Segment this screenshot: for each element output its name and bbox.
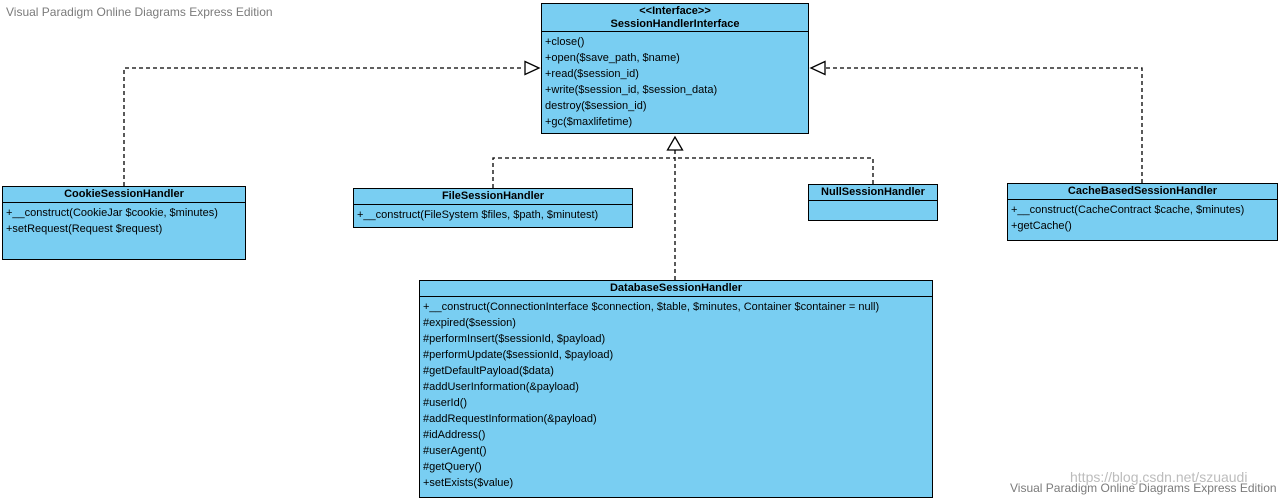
method: +open($save_path, $name) — [545, 52, 680, 64]
class-name: CacheBasedSessionHandler — [1008, 184, 1277, 200]
method: destroy($session_id) — [545, 100, 647, 112]
method: #performInsert($sessionId, $payload) — [423, 333, 606, 345]
class-name: FileSessionHandler — [354, 189, 632, 205]
realization-file-connector — [492, 157, 675, 188]
class-box-cookiesessionhandler[interactable]: CookieSessionHandler +__construct(Cookie… — [2, 186, 246, 260]
class-stereotype: <<Interface>> — [639, 5, 711, 17]
class-methods: +__construct(FileSystem $files, $path, $… — [354, 205, 632, 223]
realization-null-connector — [675, 157, 874, 184]
method: +read($session_id) — [545, 68, 639, 80]
class-name: SessionHandlerInterface — [610, 18, 740, 30]
class-methods — [809, 201, 937, 203]
method: +setExists($value) — [423, 477, 514, 489]
method: +write($session_id, $session_data) — [545, 84, 718, 96]
method: +gc($maxlifetime) — [545, 116, 633, 128]
watermark-top-left: Visual Paradigm Online Diagrams Express … — [6, 5, 273, 19]
class-name: DatabaseSessionHandler — [420, 281, 932, 297]
watermark-bottom-right: Visual Paradigm Online Diagrams Express … — [1010, 481, 1277, 495]
method: +setRequest(Request $request) — [6, 223, 163, 235]
class-methods: +__construct(CookieJar $cookie, $minutes… — [3, 203, 245, 237]
method: #addRequestInformation(&payload) — [423, 413, 597, 425]
class-methods: +close() +open($save_path, $name) +read(… — [542, 32, 808, 130]
method: #getDefaultPayload($data) — [423, 365, 554, 377]
class-name: NullSessionHandler — [809, 185, 937, 201]
method: +__construct(ConnectionInterface $connec… — [423, 301, 880, 313]
class-box-cachebasedsessionhandler[interactable]: CacheBasedSessionHandler +__construct(Ca… — [1007, 183, 1278, 241]
method: +__construct(CacheContract $cache, $minu… — [1011, 204, 1245, 216]
method: #performUpdate($sessionId, $payload) — [423, 349, 614, 361]
class-box-nullsessionhandler[interactable]: NullSessionHandler — [808, 184, 938, 221]
method: #idAddress() — [423, 429, 486, 441]
realization-cache-connector — [826, 67, 1143, 183]
realization-bottom-arrowhead — [666, 135, 684, 151]
method: #userId() — [423, 397, 468, 409]
method: #addUserInformation(&payload) — [423, 381, 579, 393]
realization-cookie-connector — [123, 67, 524, 186]
class-title: <<Interface>> SessionHandlerInterface — [542, 4, 808, 32]
class-box-filesessionhandler[interactable]: FileSessionHandler +__construct(FileSyst… — [353, 188, 633, 228]
class-box-sessionhandlerinterface[interactable]: <<Interface>> SessionHandlerInterface +c… — [541, 3, 809, 134]
class-methods: +__construct(CacheContract $cache, $minu… — [1008, 200, 1277, 234]
realization-cache-arrowhead — [809, 60, 826, 76]
watermark-url: https://blog.csdn.net/szuaudi — [1070, 469, 1248, 485]
class-box-databasesessionhandler[interactable]: DatabaseSessionHandler +__construct(Conn… — [419, 280, 933, 498]
method: #expired($session) — [423, 317, 516, 329]
method: +getCache() — [1011, 220, 1072, 232]
method: +__construct(CookieJar $cookie, $minutes… — [6, 207, 218, 219]
method: +close() — [545, 36, 585, 48]
realization-cookie-arrowhead — [524, 60, 541, 76]
method: +__construct(FileSystem $files, $path, $… — [357, 209, 599, 221]
class-methods: +__construct(ConnectionInterface $connec… — [420, 297, 932, 491]
method: #getQuery() — [423, 461, 482, 473]
class-name: CookieSessionHandler — [3, 187, 245, 203]
method: #userAgent() — [423, 445, 487, 457]
